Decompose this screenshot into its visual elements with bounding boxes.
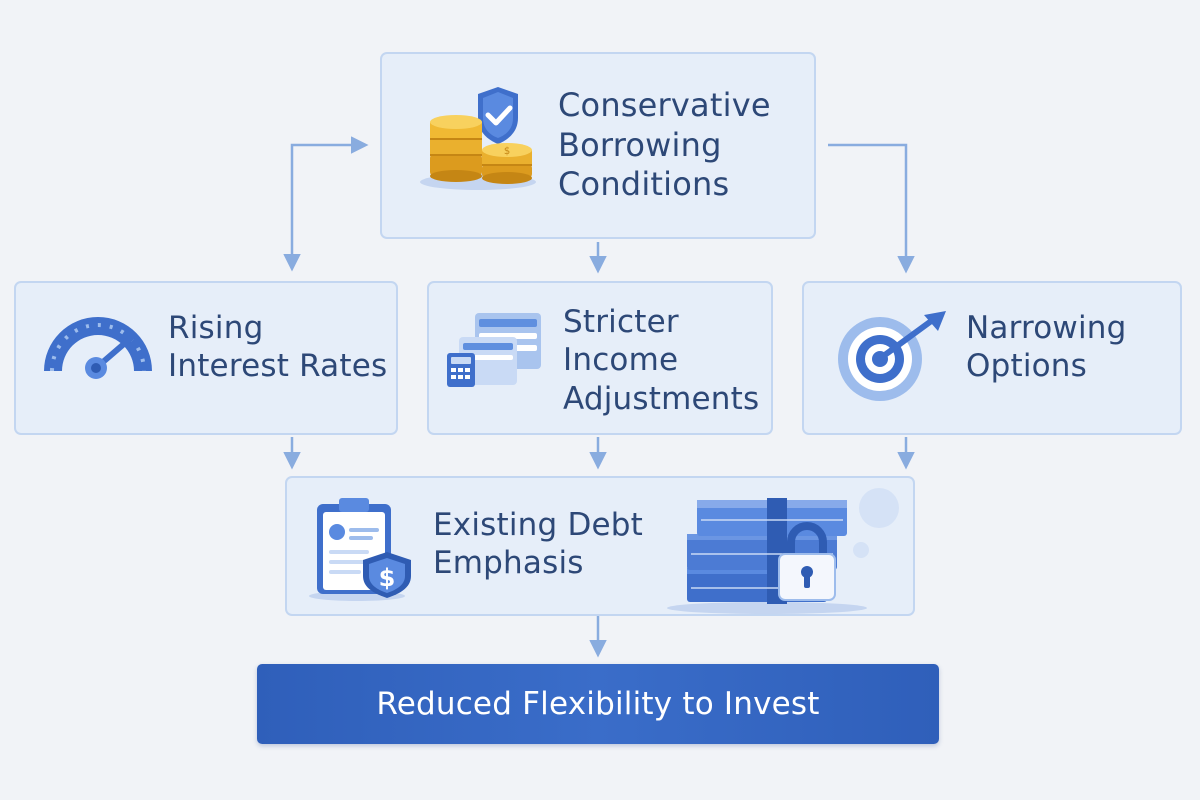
- node-existing-debt: $ Existing Debt Emphasis: [285, 476, 915, 616]
- calculator-documents-icon: [447, 313, 541, 387]
- node-label: Stricter Income Adjustments: [563, 304, 760, 417]
- node-label: Existing Debt Emphasis: [433, 507, 644, 582]
- node-label: Rising Interest Rates: [168, 310, 388, 385]
- speedometer-gauge-icon: [44, 317, 152, 379]
- svg-text:$: $: [504, 146, 510, 157]
- cash-stack-padlock-icon: [667, 488, 899, 614]
- node-label: Reduced Flexibility to Invest: [376, 686, 820, 722]
- node-narrowing-options: Narrowing Options: [802, 281, 1182, 435]
- arrow-to-narrowing: [828, 143, 915, 274]
- target-arrow-icon: [838, 311, 946, 401]
- node-rising-interest-rates: Rising Interest Rates: [14, 281, 398, 435]
- shield-check-coins-icon: $: [420, 87, 536, 190]
- svg-text:$: $: [379, 564, 396, 592]
- arrow-to-rising: [283, 136, 369, 272]
- node-label: Conservative Borrowing Conditions: [558, 86, 771, 204]
- node-reduced-flexibility: Reduced Flexibility to Invest: [257, 664, 939, 744]
- node-label: Narrowing Options: [966, 310, 1127, 385]
- node-conservative-borrowing: $ Conservative Borrowing Conditions: [380, 52, 816, 239]
- clipboard-dollar-shield-icon: $: [309, 498, 411, 601]
- node-stricter-income: Stricter Income Adjustments: [427, 281, 773, 435]
